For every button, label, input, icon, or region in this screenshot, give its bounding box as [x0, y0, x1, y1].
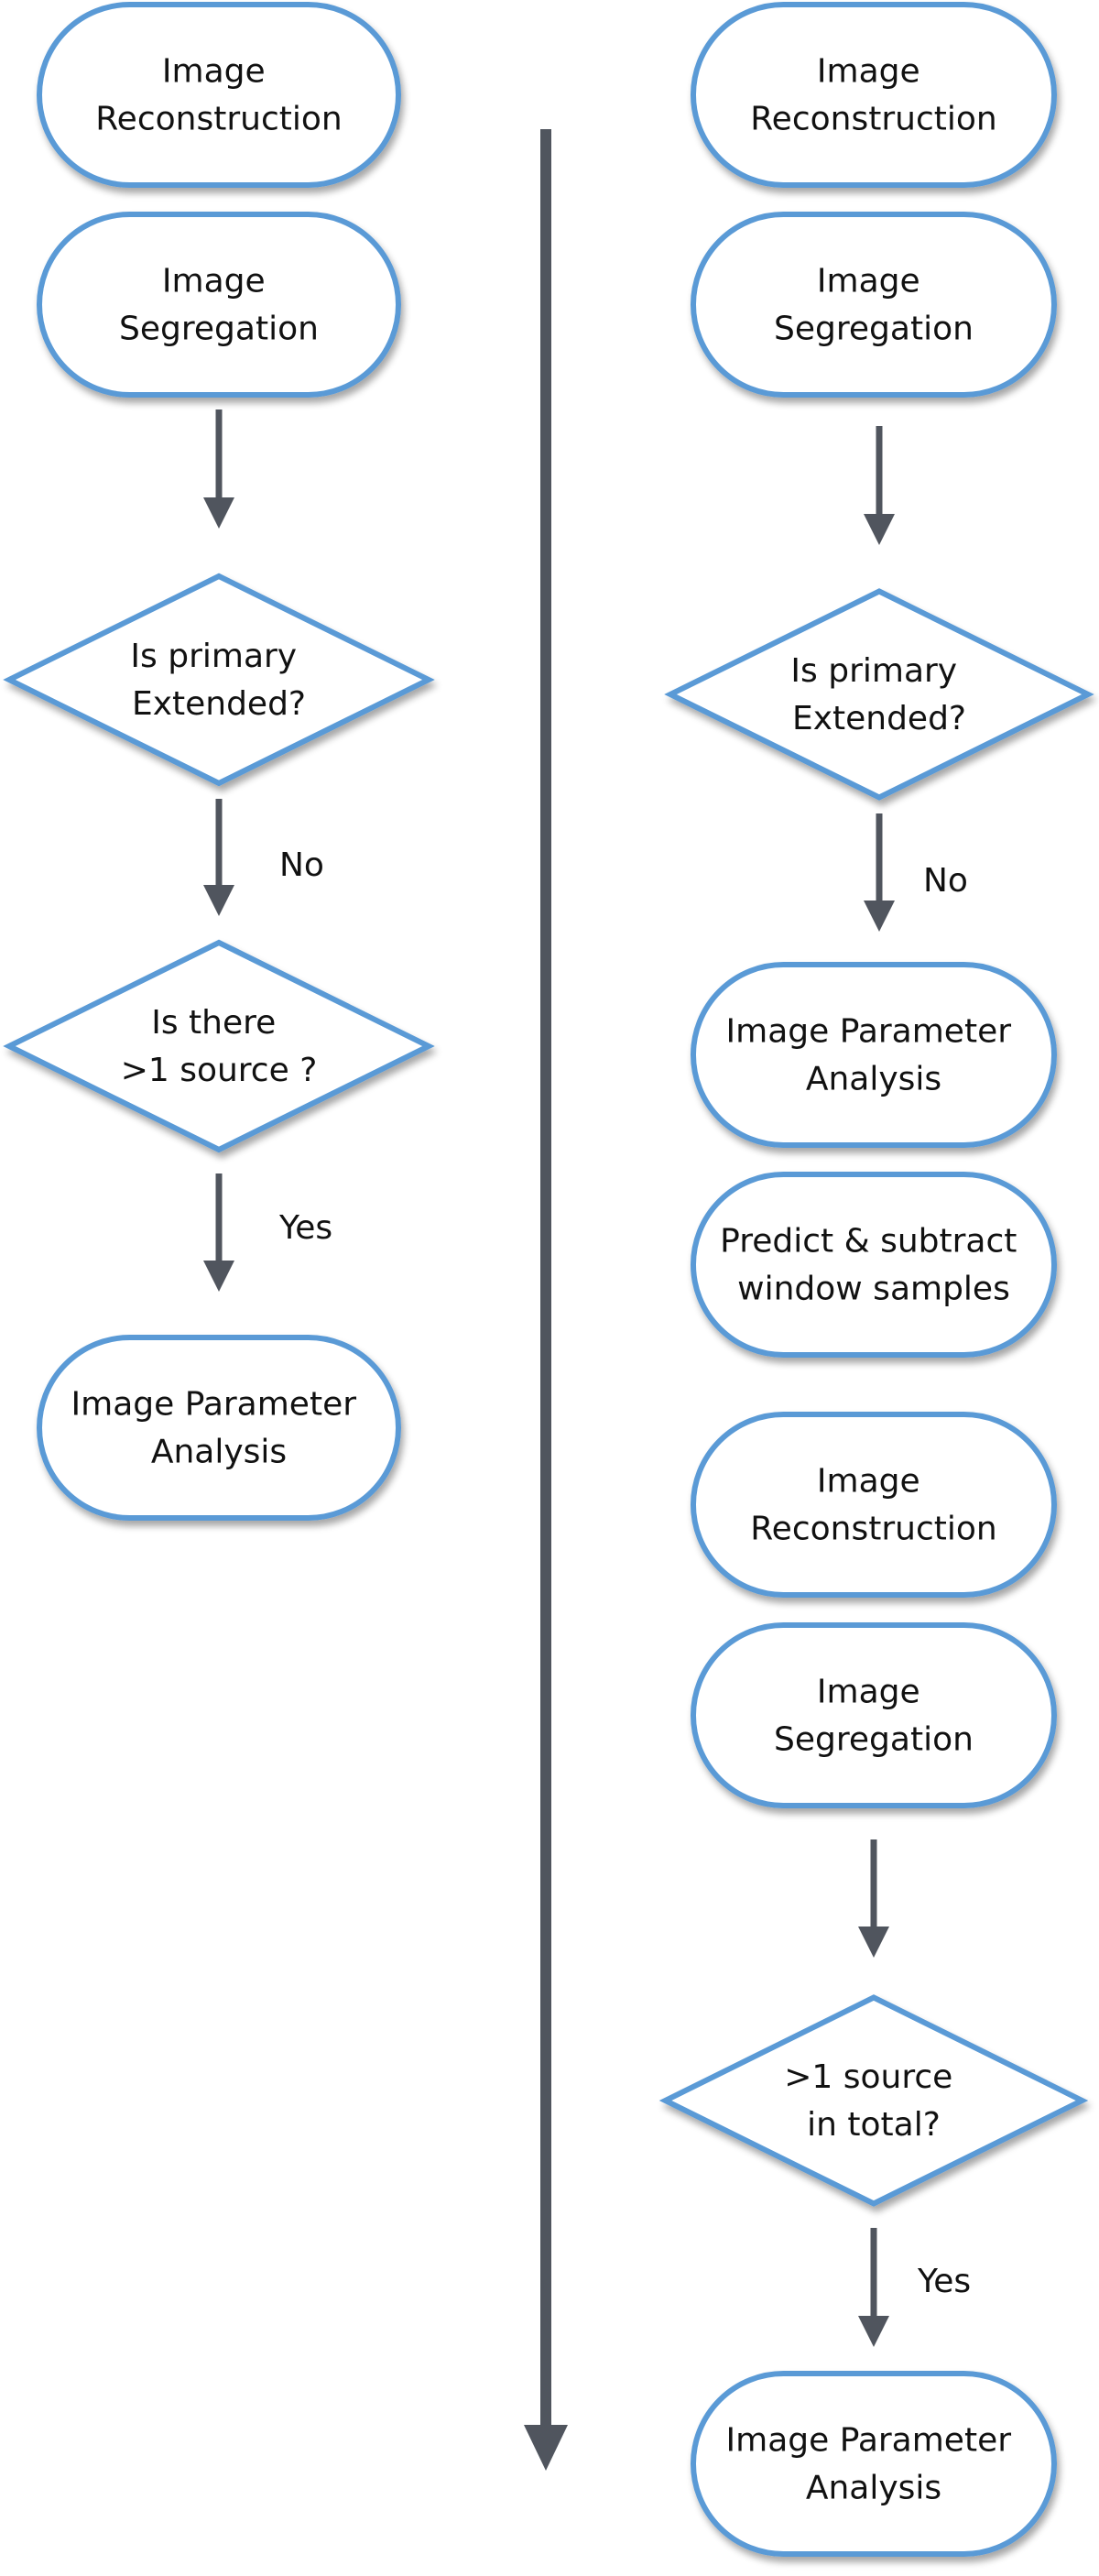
timeline-arrow-head [524, 2425, 568, 2471]
terminal-shape [691, 212, 1057, 398]
node-label-line-1: Predict & subtract [720, 1223, 1017, 1261]
decision-diamond-shape [3, 573, 435, 787]
node-label-line-2: Segregation [119, 311, 319, 348]
edge-label-yes: Yes [278, 1209, 332, 1247]
arrow-head [864, 514, 895, 545]
decision-is-primary-extended[interactable]: Is primary Extended? [664, 588, 1094, 801]
arrow-head [858, 2316, 889, 2347]
terminal-shape [691, 962, 1057, 1148]
timeline-arrow-down-icon [524, 129, 568, 2471]
node-label: Image Reconstruction [750, 1463, 996, 1548]
edge-label-no: No [923, 862, 968, 900]
node-label-line-2: Extended? [132, 685, 306, 723]
node-label: >1 source in total? [784, 2058, 963, 2144]
node-image-segregation[interactable]: Image Segregation [691, 212, 1057, 398]
right-flowchart: Image Reconstruction Image Segregation I… [658, 2, 1094, 2557]
node-predict-subtract-window-samples[interactable]: Predict & subtract window samples [691, 1172, 1057, 1358]
node-label: Image Parameter Analysis [726, 1013, 1022, 1098]
node-label-line-1: Image [162, 53, 266, 91]
terminal-shape [37, 212, 401, 398]
arrow-head [203, 885, 234, 916]
node-label: Image Parameter Analysis [71, 1386, 367, 1471]
decision-is-primary-extended[interactable]: Is primary Extended? [3, 573, 435, 787]
arrow-down-icon [203, 799, 234, 916]
node-image-parameter-analysis[interactable]: Image Parameter Analysis [691, 2371, 1057, 2557]
node-label: Image Parameter Analysis [726, 2422, 1022, 2507]
node-label-line-2: >1 source ? [121, 1052, 318, 1089]
node-image-reconstruction[interactable]: Image Reconstruction [37, 2, 401, 188]
arrow-down-icon [864, 426, 895, 545]
node-label-line-1: Image [162, 263, 266, 300]
terminal-shape [37, 1335, 401, 1521]
decision-diamond-shape [664, 588, 1094, 801]
node-image-parameter-analysis[interactable]: Image Parameter Analysis [691, 962, 1057, 1148]
node-label-line-1: Image Parameter [726, 1013, 1012, 1051]
node-label-line-1: Image Parameter [726, 2422, 1012, 2460]
node-label-line-1: Image [817, 1674, 920, 1711]
node-label-line-1: Is primary [790, 652, 957, 690]
edge-label-yes: Yes [917, 2263, 971, 2300]
left-flowchart: Image Reconstruction Image Segregation I… [3, 2, 435, 1521]
node-label: Image Reconstruction [95, 53, 342, 138]
node-label-line-2: Analysis [151, 1434, 287, 1471]
node-label-line-1: Image [817, 53, 920, 91]
terminal-shape [37, 2, 401, 188]
node-label-line-1: >1 source [784, 2058, 952, 2096]
node-label-line-2: window samples [737, 1271, 1010, 1308]
decision-more-than-one-source[interactable]: Is there >1 source ? [3, 939, 435, 1153]
node-label-line-2: Reconstruction [750, 101, 996, 138]
arrow-down-icon [858, 2228, 889, 2347]
node-label-line-2: Analysis [806, 1061, 941, 1098]
decision-more-than-one-source-in-total[interactable]: >1 source in total? [658, 1994, 1089, 2207]
terminal-shape [691, 2371, 1057, 2557]
terminal-shape [691, 1412, 1057, 1598]
node-label-line-1: Is primary [130, 638, 297, 675]
node-label-line-2: in total? [807, 2106, 941, 2144]
node-image-reconstruction[interactable]: Image Reconstruction [691, 1412, 1057, 1598]
arrow-head [858, 1927, 889, 1958]
arrow-head [864, 901, 895, 932]
node-label: Is primary Extended? [130, 638, 307, 723]
arrow-down-icon [203, 1173, 234, 1292]
terminal-shape [691, 1622, 1057, 1808]
node-label: Image Reconstruction [750, 53, 996, 138]
arrow-down-icon [864, 813, 895, 932]
terminal-shape [691, 2, 1057, 188]
node-label-line-1: Is there [151, 1004, 276, 1042]
node-label: Image Segregation [774, 1674, 974, 1759]
node-label: Image Segregation [119, 263, 319, 348]
node-label-line-2: Segregation [774, 311, 974, 348]
decision-diamond-shape [3, 939, 435, 1153]
node-image-segregation[interactable]: Image Segregation [37, 212, 401, 398]
node-label: Is there >1 source ? [121, 1004, 318, 1089]
arrow-head [203, 497, 234, 529]
node-label-line-2: Extended? [792, 700, 966, 737]
arrow-head [203, 1261, 234, 1292]
arrow-down-icon [203, 409, 234, 529]
node-label-line-1: Image Parameter [71, 1386, 357, 1424]
edge-label-no: No [279, 846, 324, 884]
terminal-shape [691, 1172, 1057, 1358]
node-image-reconstruction[interactable]: Image Reconstruction [691, 2, 1057, 188]
node-label-line-2: Segregation [774, 1721, 974, 1759]
node-label: Predict & subtract window samples [720, 1223, 1028, 1308]
arrow-down-icon [858, 1839, 889, 1958]
node-label-line-2: Reconstruction [750, 1511, 996, 1548]
node-image-parameter-analysis[interactable]: Image Parameter Analysis [37, 1335, 401, 1521]
node-label-line-2: Analysis [806, 2470, 941, 2507]
node-label-line-2: Reconstruction [95, 101, 342, 138]
node-label-line-1: Image [817, 1463, 920, 1501]
decision-diamond-shape [658, 1994, 1089, 2207]
node-label: Image Segregation [774, 263, 974, 348]
node-image-segregation[interactable]: Image Segregation [691, 1622, 1057, 1808]
node-label: Is primary Extended? [790, 652, 967, 737]
node-label-line-1: Image [817, 263, 920, 300]
